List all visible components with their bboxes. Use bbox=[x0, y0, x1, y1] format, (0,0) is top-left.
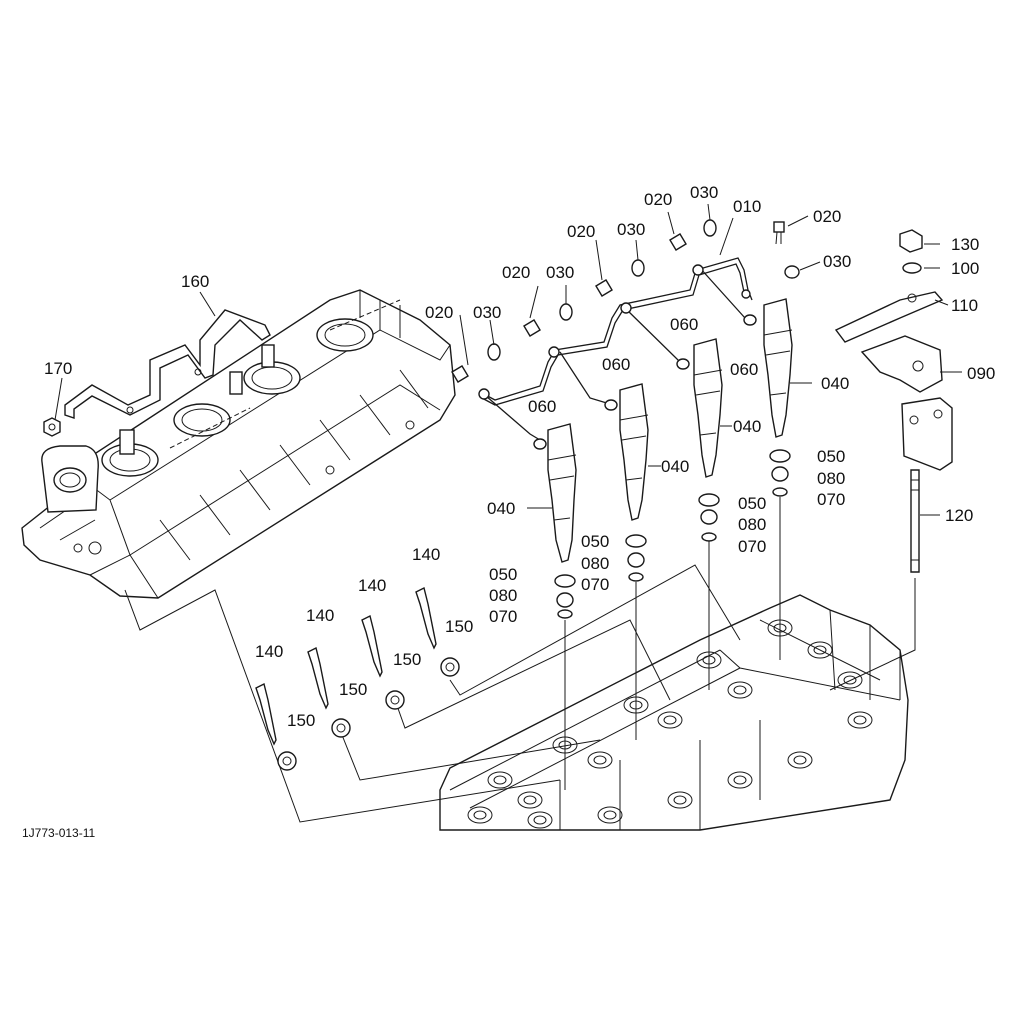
callout-030: 030 bbox=[690, 183, 718, 202]
bolts-020 bbox=[451, 221, 785, 383]
glow-plugs-140 bbox=[255, 586, 437, 746]
head-port bbox=[667, 791, 693, 809]
clamp-assembly bbox=[834, 229, 953, 573]
callout-040: 040 bbox=[733, 417, 761, 436]
callout-080: 080 bbox=[817, 469, 845, 488]
head-port bbox=[837, 671, 863, 689]
cylinder-head-cover bbox=[21, 289, 456, 599]
callout-080: 080 bbox=[581, 554, 609, 573]
callout-070: 070 bbox=[581, 575, 609, 594]
head-port-inner bbox=[793, 755, 807, 765]
head-port bbox=[587, 751, 613, 769]
callout-080: 080 bbox=[738, 515, 766, 534]
callout-150: 150 bbox=[393, 650, 421, 669]
callout-050: 050 bbox=[489, 565, 517, 584]
callout-150: 150 bbox=[287, 711, 315, 730]
head-port-inner bbox=[493, 775, 507, 785]
head-port bbox=[517, 791, 543, 809]
callout-010: 010 bbox=[733, 197, 761, 216]
head-port bbox=[847, 711, 873, 729]
callout-070: 070 bbox=[489, 607, 517, 626]
callout-080: 080 bbox=[489, 586, 517, 605]
callout-020: 020 bbox=[567, 222, 595, 241]
callout-150: 150 bbox=[445, 617, 473, 636]
head-port-inner bbox=[603, 810, 617, 820]
callout-060: 060 bbox=[730, 360, 758, 379]
head-port-inner bbox=[533, 815, 547, 825]
head-port bbox=[787, 751, 813, 769]
head-port bbox=[727, 681, 753, 699]
injection-pipe-010 bbox=[478, 257, 753, 441]
callout-120: 120 bbox=[945, 506, 973, 525]
callout-060: 060 bbox=[528, 397, 556, 416]
callout-070: 070 bbox=[817, 490, 845, 509]
callout-140: 140 bbox=[358, 576, 386, 595]
drawing-code: 1J773-013-11 bbox=[22, 826, 95, 840]
callout-030: 030 bbox=[823, 252, 851, 271]
head-port bbox=[467, 806, 493, 824]
head-port-inner bbox=[473, 810, 487, 820]
head-port bbox=[527, 811, 553, 829]
callout-040: 040 bbox=[661, 457, 689, 476]
callout-050: 050 bbox=[581, 532, 609, 551]
callout-140: 140 bbox=[412, 545, 440, 564]
cylinder-head bbox=[439, 594, 909, 831]
injectors-040 bbox=[547, 298, 793, 563]
callout-170: 170 bbox=[44, 359, 72, 378]
callout-020: 020 bbox=[644, 190, 672, 209]
callout-160: 160 bbox=[181, 272, 209, 291]
head-port-inner bbox=[853, 715, 867, 725]
washers-030 bbox=[487, 219, 800, 361]
assembly-lines bbox=[124, 497, 916, 823]
washers-150 bbox=[277, 657, 460, 771]
callout-130: 130 bbox=[951, 235, 979, 254]
head-port bbox=[597, 806, 623, 824]
head-port-inner bbox=[813, 645, 827, 655]
callout-030: 030 bbox=[617, 220, 645, 239]
callout-090: 090 bbox=[967, 364, 995, 383]
head-port-inner bbox=[663, 715, 677, 725]
callout-040: 040 bbox=[821, 374, 849, 393]
callout-140: 140 bbox=[306, 606, 334, 625]
callout-020: 020 bbox=[813, 207, 841, 226]
head-port-inner bbox=[733, 775, 747, 785]
head-port bbox=[487, 771, 513, 789]
callout-labels: 160 170 020 030 010 020 030 020 030 020 … bbox=[22, 183, 995, 840]
head-port bbox=[657, 711, 683, 729]
callout-020: 020 bbox=[425, 303, 453, 322]
callout-100: 100 bbox=[951, 259, 979, 278]
glow-plug-lead-160 bbox=[64, 309, 271, 419]
callout-150: 150 bbox=[339, 680, 367, 699]
head-port-inner bbox=[843, 675, 857, 685]
seals-050-080-070 bbox=[554, 449, 791, 619]
callout-070: 070 bbox=[738, 537, 766, 556]
callout-060: 060 bbox=[670, 315, 698, 334]
leader-lines bbox=[54, 203, 962, 516]
o-rings-060 bbox=[533, 314, 757, 450]
head-port-inner bbox=[523, 795, 537, 805]
callout-140: 140 bbox=[255, 642, 283, 661]
callout-050: 050 bbox=[738, 494, 766, 513]
nut-170 bbox=[43, 417, 61, 437]
callout-030: 030 bbox=[473, 303, 501, 322]
callout-060: 060 bbox=[602, 355, 630, 374]
callout-020: 020 bbox=[502, 263, 530, 282]
callout-050: 050 bbox=[817, 447, 845, 466]
callout-030: 030 bbox=[546, 263, 574, 282]
head-port bbox=[727, 771, 753, 789]
head-port-inner bbox=[593, 755, 607, 765]
callout-040: 040 bbox=[487, 499, 515, 518]
head-port-inner bbox=[733, 685, 747, 695]
head-port-inner bbox=[673, 795, 687, 805]
callout-110: 110 bbox=[951, 296, 978, 315]
